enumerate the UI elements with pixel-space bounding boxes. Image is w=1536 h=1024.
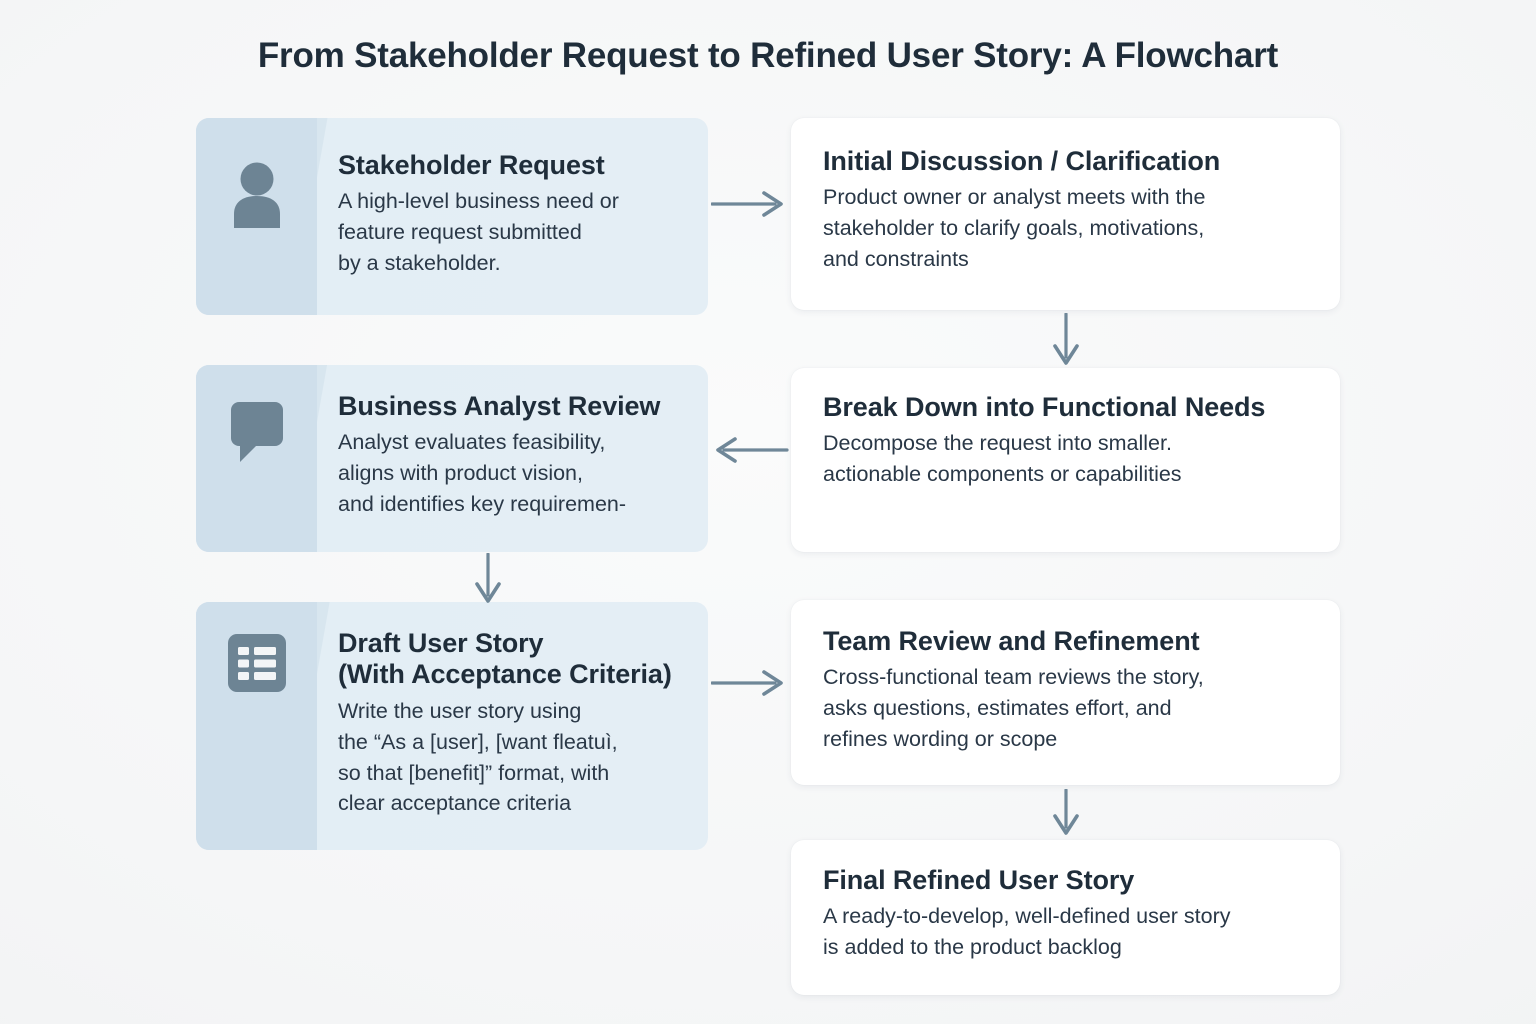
card-title: Break Down into Functional Needs	[823, 392, 1266, 422]
step-card-draft-user-story[interactable]: Draft User Story (With Acceptance Criter…	[196, 602, 708, 850]
card-title: Business Analyst Review	[338, 391, 661, 421]
card-title: Final Refined User Story	[823, 865, 1135, 895]
person-icon	[222, 162, 292, 228]
card-body: Initial Discussion / Clarification Produ…	[823, 146, 1322, 275]
card-title: Initial Discussion / Clarification	[823, 146, 1221, 176]
icon-pane	[196, 365, 317, 552]
card-description: Cross-functional team reviews the story,…	[823, 665, 1204, 752]
card-body: Final Refined User Story A ready-to-deve…	[823, 865, 1322, 963]
card-body: Stakeholder Request A high-level busines…	[338, 150, 690, 279]
step-card-initial-discussion[interactable]: Initial Discussion / Clarification Produ…	[791, 118, 1340, 310]
arrow-team-review-to-final	[1050, 789, 1082, 839]
step-card-stakeholder-request[interactable]: Stakeholder Request A high-level busines…	[196, 118, 708, 315]
arrow-stakeholder-to-discussion	[711, 188, 787, 220]
card-description: Analyst evaluates feasibility, aligns wi…	[338, 430, 627, 517]
card-description: Product owner or analyst meets with the …	[823, 185, 1206, 272]
card-title: Team Review and Refinement	[823, 626, 1200, 656]
card-title: Stakeholder Request	[338, 150, 605, 180]
arrow-breakdown-to-analyst	[713, 434, 789, 466]
card-description: A ready-to-develop, well-defined user st…	[823, 904, 1231, 960]
page-title: From Stakeholder Request to Refined User…	[257, 36, 1279, 75]
speech-bubble-icon	[222, 398, 292, 464]
card-description: Decompose the request into smaller. acti…	[823, 431, 1182, 487]
card-body: Business Analyst Review Analyst evaluate…	[338, 391, 698, 520]
step-card-team-review-refinement[interactable]: Team Review and Refinement Cross-functio…	[791, 600, 1340, 785]
step-card-final-refined-user-story[interactable]: Final Refined User Story A ready-to-deve…	[791, 840, 1340, 995]
card-body: Break Down into Functional Needs Decompo…	[823, 392, 1322, 490]
card-description: A high-level business need or feature re…	[338, 189, 619, 276]
card-title: Draft User Story (With Acceptance Criter…	[338, 628, 672, 690]
card-description: Write the user story using the “As a [us…	[338, 698, 618, 816]
arrow-analyst-to-draft	[472, 553, 504, 607]
step-card-break-down-functional-needs[interactable]: Break Down into Functional Needs Decompo…	[791, 368, 1340, 552]
arrow-discussion-to-breakdown	[1050, 313, 1082, 369]
step-card-business-analyst-review[interactable]: Business Analyst Review Analyst evaluate…	[196, 365, 708, 552]
arrow-draft-to-team-review	[711, 667, 787, 699]
card-body: Draft User Story (With Acceptance Criter…	[338, 628, 700, 819]
list-icon	[222, 631, 292, 695]
card-body: Team Review and Refinement Cross-functio…	[823, 626, 1322, 755]
